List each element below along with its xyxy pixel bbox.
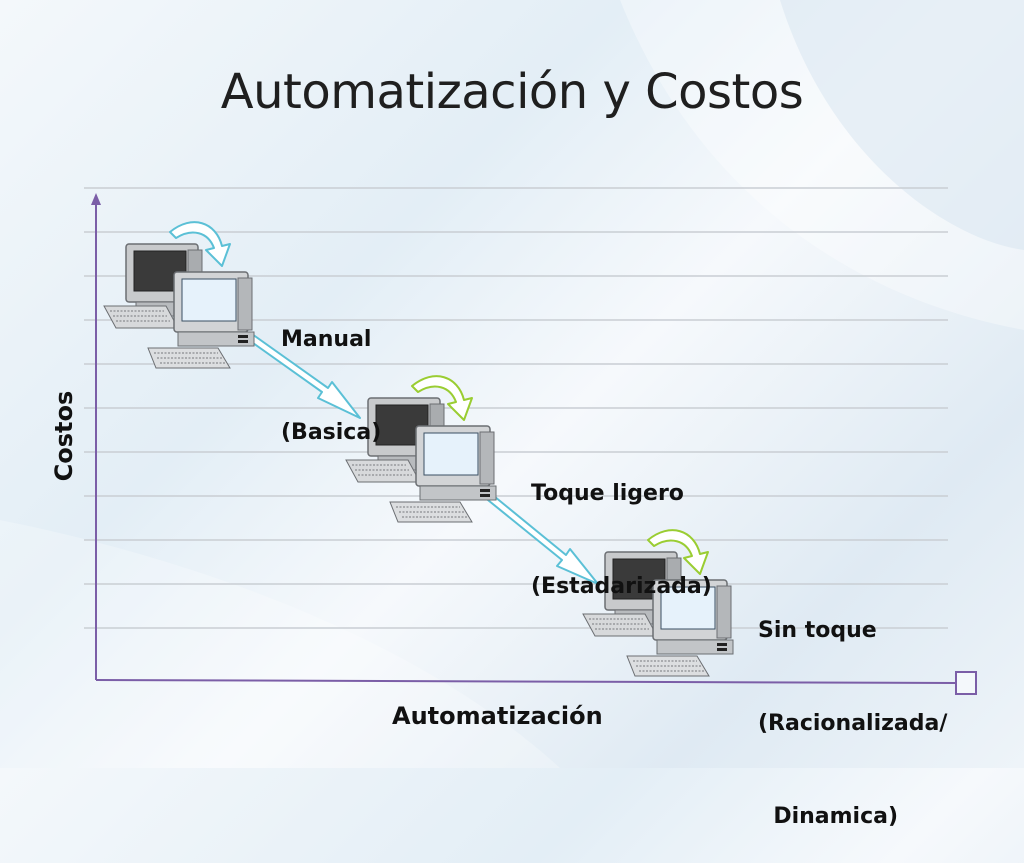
stage-label-manual: Manual (Basica) <box>281 262 381 479</box>
y-axis-arrowhead <box>91 193 101 205</box>
stage-label-line: Dinamica) <box>758 804 899 829</box>
stage-label-line: Manual <box>281 327 372 352</box>
x-axis <box>95 679 956 684</box>
flow-arrow-1 <box>245 333 361 419</box>
stage-label-sin-toque: Sin toque (Racionalizada/ Dinamica) <box>758 553 947 863</box>
stage-label-toque-ligero: Toque ligero (Estadarizada) <box>531 416 712 633</box>
stage-label-line: (Racionalizada/ <box>758 711 948 736</box>
curved-arrow-icon-1 <box>169 221 231 267</box>
y-axis-label: Costos <box>50 390 78 482</box>
slide-title: Automatización y Costos <box>220 64 804 120</box>
background-swoosh <box>780 0 1024 250</box>
stage-label-line: (Basica) <box>281 420 382 445</box>
computer-icon-manual <box>103 243 255 369</box>
curved-arrow-icon-3 <box>647 529 709 575</box>
stage-label-line: Toque ligero <box>531 481 684 506</box>
curved-arrow-icon-2 <box>411 375 473 421</box>
stage-label-line: Sin toque <box>758 618 877 643</box>
flow-arrow-2 <box>482 491 599 585</box>
axes <box>91 193 977 695</box>
x-axis-label: Automatización <box>392 702 603 730</box>
diagram <box>84 187 977 695</box>
stage-label-line: (Estadarizada) <box>531 574 712 599</box>
x-axis-end-marker <box>955 671 977 695</box>
